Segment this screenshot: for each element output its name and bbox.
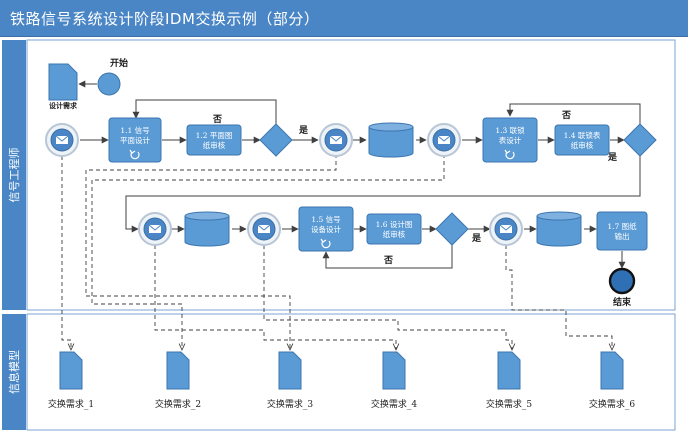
data-store-1 xyxy=(368,122,414,158)
document-label: 交换需求_2 xyxy=(155,398,201,410)
task-5: 1.5 信号设备设计 xyxy=(298,206,354,252)
document-icon xyxy=(497,351,521,390)
task-2: 1.2 平面图纸审核 xyxy=(186,124,242,156)
lane-info-model xyxy=(26,313,676,431)
loop-arrow-icon xyxy=(504,149,511,154)
document-icon xyxy=(600,351,624,390)
end-event-label: 结束 xyxy=(613,296,632,308)
gateway-1 xyxy=(259,123,293,157)
data-stores xyxy=(184,122,582,247)
document-icon xyxy=(278,351,302,390)
loop-marker-icon xyxy=(130,151,140,160)
assoc-3 xyxy=(85,154,337,350)
task-7: 1.7 图纸输出 xyxy=(596,211,648,251)
task-box xyxy=(186,124,242,156)
task-label: 1.1 信号平面设计 xyxy=(120,125,150,145)
task-label: 1.5 信号设备设计 xyxy=(311,214,341,234)
task-box xyxy=(596,211,648,251)
task-label: 1.6 设计图纸审核 xyxy=(376,219,413,239)
loop-arrow-icon xyxy=(129,149,136,154)
gateway-labels: 否 是 否 是 是 否 xyxy=(212,110,618,266)
message-event-5 xyxy=(247,212,281,246)
document-icon xyxy=(59,351,83,390)
task-6: 1.6 设计图纸审核 xyxy=(366,213,422,245)
sequence-flows xyxy=(78,80,641,269)
exchange-requirement-4: 交换需求_4 xyxy=(371,351,418,410)
title-bar: 铁路信号系统设计阶段IDM交换示例（部分） xyxy=(0,0,688,37)
task-label: 1.4 联锁表纸审核 xyxy=(564,130,601,150)
document-label: 交换需求_3 xyxy=(267,398,314,410)
flow-loop-1 xyxy=(132,99,277,124)
task-3: 1.3 联锁表设计 xyxy=(482,117,538,163)
assoc-2 xyxy=(91,154,445,350)
task-box xyxy=(298,206,354,252)
task-label: 1.2 平面图纸审核 xyxy=(196,131,233,150)
exchange-requirement-1: 交换需求_1 xyxy=(48,351,94,410)
design-requirement-doc xyxy=(48,63,78,101)
message-event-2 xyxy=(319,123,353,157)
task-label: 1.7 图纸输出 xyxy=(607,221,637,241)
document-label: 交换需求_6 xyxy=(589,398,636,410)
end-event xyxy=(608,267,636,295)
task-box xyxy=(366,213,422,245)
exchange-docs: 交换需求_1 交换需求_2 交换需求_3 交换需求_4 交换需求_5 交换需求_6 xyxy=(48,351,636,410)
lane-label-info-model: 信息模型 xyxy=(2,314,26,430)
gw2-no-label: 否 xyxy=(561,110,571,121)
flow-loop-2 xyxy=(506,103,641,124)
task-label: 1.3 联锁表设计 xyxy=(495,125,525,145)
document-label: 交换需求_5 xyxy=(486,398,533,410)
gateways xyxy=(259,123,657,246)
assoc-4 xyxy=(154,245,396,350)
exchange-requirement-2: 交换需求_2 xyxy=(155,351,201,410)
message-event-1 xyxy=(45,123,79,157)
data-store-3 xyxy=(536,211,582,247)
message-event-4 xyxy=(138,212,172,246)
task-4: 1.4 联锁表纸审核 xyxy=(554,124,610,156)
assoc-6 xyxy=(505,245,612,350)
document-label: 交换需求_1 xyxy=(48,398,94,410)
exchange-requirement-5: 交换需求_5 xyxy=(486,351,533,410)
loop-arrow-icon xyxy=(320,238,327,243)
exchange-requirement-3: 交换需求_3 xyxy=(267,351,314,410)
exchange-requirement-6: 交换需求_6 xyxy=(589,351,636,410)
assoc-5 xyxy=(263,245,512,350)
lane-label-signal-engineer: 信号工程师 xyxy=(2,40,26,310)
tasks: 1.1 信号平面设计 1.2 平面图纸审核 1.3 联锁表设计 1.4 联锁表纸审核 1… xyxy=(108,117,648,252)
document-label: 交换需求_4 xyxy=(371,398,418,410)
assoc-1 xyxy=(61,156,71,350)
gw1-yes-label: 是 xyxy=(298,125,309,136)
message-event-6 xyxy=(489,212,523,246)
task-1: 1.1 信号平面设计 xyxy=(108,117,162,163)
message-event-3 xyxy=(427,123,461,157)
loop-marker-icon xyxy=(505,151,515,160)
task-box xyxy=(108,117,162,163)
gw3-no-label: 否 xyxy=(383,255,393,266)
design-requirement-label: 设计需求 xyxy=(49,101,78,110)
flow-loop-3 xyxy=(322,245,453,269)
loop-marker-icon xyxy=(321,240,331,249)
data-associations xyxy=(61,154,612,350)
message-events xyxy=(45,123,523,246)
gateway-2 xyxy=(623,123,657,157)
task-box xyxy=(482,117,538,163)
start-event xyxy=(97,72,121,96)
gateway-3 xyxy=(435,212,469,246)
gw3-yes-label: 是 xyxy=(471,233,482,244)
task-box xyxy=(554,124,610,156)
lane-signal-engineer xyxy=(26,39,676,311)
document-icon xyxy=(382,351,406,390)
document-icon xyxy=(166,351,190,390)
data-store-2 xyxy=(184,211,230,247)
gw1-no-label: 否 xyxy=(212,114,222,125)
diagram-title: 铁路信号系统设计阶段IDM交换示例（部分） xyxy=(10,10,320,28)
gw2-yes-label: 是 xyxy=(607,152,618,163)
flow-wrap xyxy=(125,156,641,233)
start-event-label: 开始 xyxy=(110,57,128,69)
